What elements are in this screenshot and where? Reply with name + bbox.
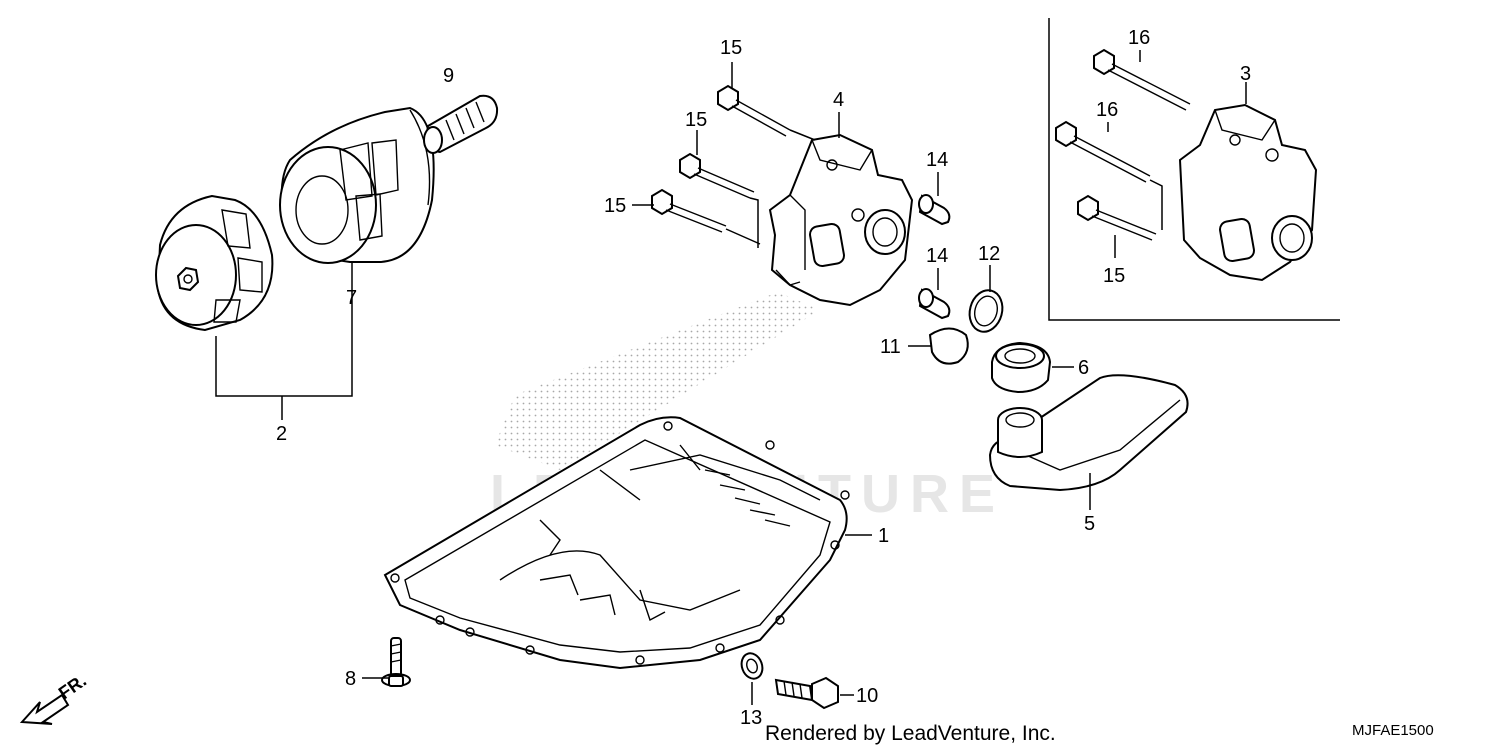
callout-14-upper: 14 (926, 149, 948, 171)
callout-4: 4 (833, 89, 844, 111)
flange-bolt-inset[interactable] (1077, 194, 1157, 241)
sealing-washer[interactable] (738, 650, 766, 681)
inset-frame (1048, 18, 1340, 321)
callout-16-top: 16 (1128, 27, 1150, 49)
long-flange-bolt-mid[interactable] (1055, 120, 1151, 183)
strainer-seal[interactable] (991, 341, 1052, 394)
callout-16-mid: 16 (1096, 99, 1118, 121)
long-flange-bolt-top[interactable] (1093, 48, 1191, 111)
oil-strainer[interactable] (988, 374, 1189, 492)
filter-threaded-stud[interactable] (423, 94, 499, 154)
oil-pump-assembly-inset[interactable] (1178, 103, 1318, 282)
callout-9: 9 (443, 65, 454, 87)
dowel-pin-upper[interactable] (918, 194, 951, 226)
pan-flange-bolt[interactable] (381, 637, 411, 687)
front-arrow-icon (19, 693, 70, 725)
oil-filter-cartridge[interactable] (279, 106, 435, 264)
callout-14-lower: 14 (926, 245, 948, 267)
flange-bolt-low[interactable] (651, 188, 727, 233)
o-ring[interactable] (965, 287, 1007, 336)
callout-8: 8 (345, 668, 356, 690)
oil-filter-cap[interactable] (155, 194, 274, 332)
inset-guide-line (1149, 179, 1163, 230)
callout-12: 12 (978, 243, 1000, 265)
drain-bolt[interactable] (774, 676, 839, 710)
callout-3: 3 (1240, 63, 1251, 85)
callout-5: 5 (1084, 513, 1095, 535)
callout-1: 1 (878, 525, 889, 547)
oil-pan[interactable] (383, 416, 850, 670)
callout-15-inset: 15 (1103, 265, 1125, 287)
pump-gasket[interactable] (928, 327, 969, 365)
callout-7: 7 (346, 287, 357, 309)
callout-6: 6 (1078, 357, 1089, 379)
dowel-pin-lower[interactable] (918, 288, 951, 320)
callout-11: 11 (880, 336, 901, 358)
callout-13: 13 (740, 707, 762, 729)
front-direction-indicator: FR. (19, 670, 90, 725)
callout-15-low: 15 (604, 195, 626, 217)
callout-2: 2 (276, 423, 287, 445)
assembly-shading (495, 292, 820, 470)
o-ring-inner (973, 295, 999, 327)
callout-10: 10 (856, 685, 878, 707)
flange-bolt-mid[interactable] (679, 152, 755, 199)
flange-bolt-top[interactable] (717, 84, 791, 137)
diagram-code: MJFAE1500 (1352, 722, 1434, 739)
bolt-guide-line (725, 129, 816, 248)
callout-numbers: 1 2 3 4 5 6 7 8 9 10 11 12 13 14 14 15 1… (276, 27, 1251, 729)
callout-15-top: 15 (720, 37, 742, 59)
render-credit: Rendered by LeadVenture, Inc. (765, 722, 1056, 745)
callout-15-mid: 15 (685, 109, 707, 131)
oil-pump-assembly[interactable] (768, 133, 914, 307)
leader-lines (215, 50, 1247, 705)
